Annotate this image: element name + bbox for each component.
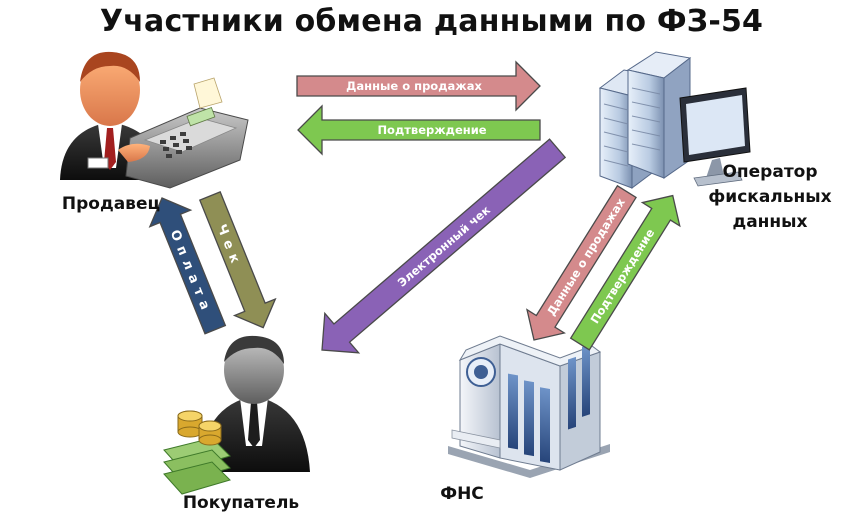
- arrow-sales-data-label: Данные о продажах: [346, 79, 482, 93]
- diagram-title: Участники обмена данными по ФЗ-54: [99, 4, 764, 39]
- buyer-icon: [163, 335, 310, 495]
- arrow-confirmation: Подтверждение: [297, 104, 541, 156]
- operator-label: Оператор фискальных данных: [700, 160, 840, 235]
- operator-label-line2: фискальных: [708, 187, 832, 207]
- fns-building-icon: [448, 335, 610, 478]
- arrow-sales-data: Данные о продажах: [296, 60, 541, 112]
- operator-label-line1: Оператор: [722, 162, 818, 182]
- arrow-confirmation-label: Подтверждение: [377, 123, 486, 137]
- buyer-label: Покупатель: [182, 493, 300, 513]
- operator-label-line3: данных: [732, 212, 808, 232]
- arrow-electronic-receipt-label: Электронный чек: [395, 203, 493, 290]
- arrow-receipt: Чек: [198, 191, 277, 329]
- seller-label: Продавец: [61, 194, 161, 214]
- seller-icon: [60, 51, 249, 189]
- operator-server-icon: [598, 51, 751, 189]
- fns-label: ФНС: [440, 484, 484, 504]
